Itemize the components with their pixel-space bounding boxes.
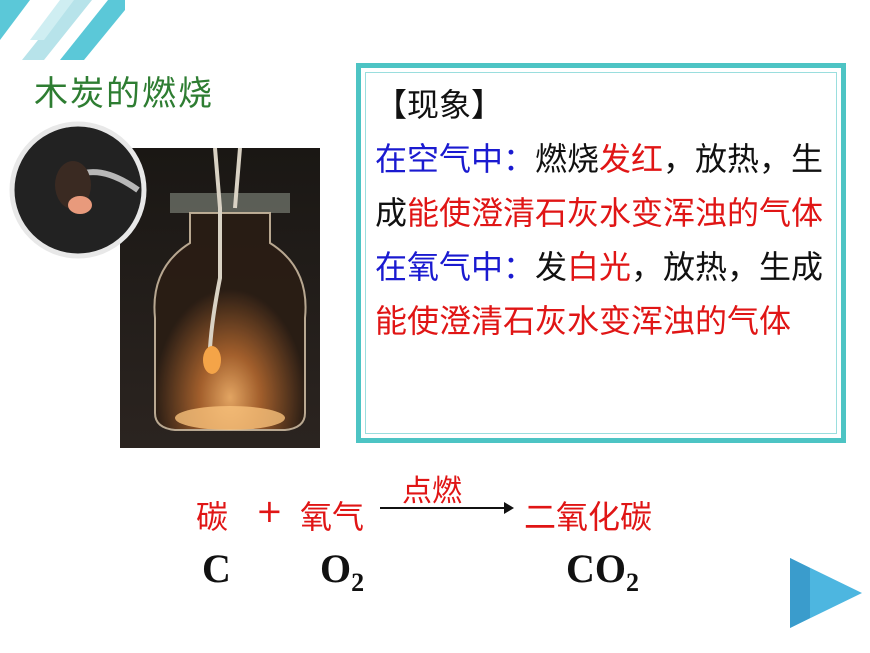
slide-title: 木炭的燃烧 <box>34 74 214 114</box>
phenomena-heading: 【现象】 <box>375 86 504 124</box>
formula-carbon: C <box>202 546 231 591</box>
reactant-carbon: 碳 <box>196 498 229 536</box>
product-carbon-dioxide: 二氧化碳 <box>524 498 653 536</box>
charcoal-closeup-inset <box>9 121 147 259</box>
burning-charcoal-photo <box>120 148 320 448</box>
reaction-arrow-icon <box>380 502 514 514</box>
oxygen-description: 在氧气中：发白光，放热，生成能使澄清石灰水变浑浊的气体 <box>375 248 824 340</box>
formula-carbon-dioxide: CO2 <box>566 546 639 597</box>
phenomena-panel: 【现象】 在空气中：燃烧发红，放热，生成能使澄清石灰水变浑浊的气体 在氧气中：发… <box>356 63 846 443</box>
phenomena-text: 【现象】 在空气中：燃烧发红，放热，生成能使澄清石灰水变浑浊的气体 在氧气中：发… <box>375 78 837 348</box>
corner-stripes-decoration <box>0 0 125 60</box>
plus-sign: + <box>256 492 283 530</box>
formula-oxygen: O2 <box>320 546 365 597</box>
air-label: 在空气中： <box>375 140 536 178</box>
play-triangle-icon[interactable] <box>790 558 862 628</box>
air-description: 在空气中：燃烧发红，放热，生成能使澄清石灰水变浑浊的气体 <box>375 140 824 232</box>
reactant-oxygen: 氧气 <box>300 498 365 536</box>
reaction-condition: 点燃 <box>402 474 462 509</box>
oxygen-label: 在氧气中： <box>375 248 536 286</box>
